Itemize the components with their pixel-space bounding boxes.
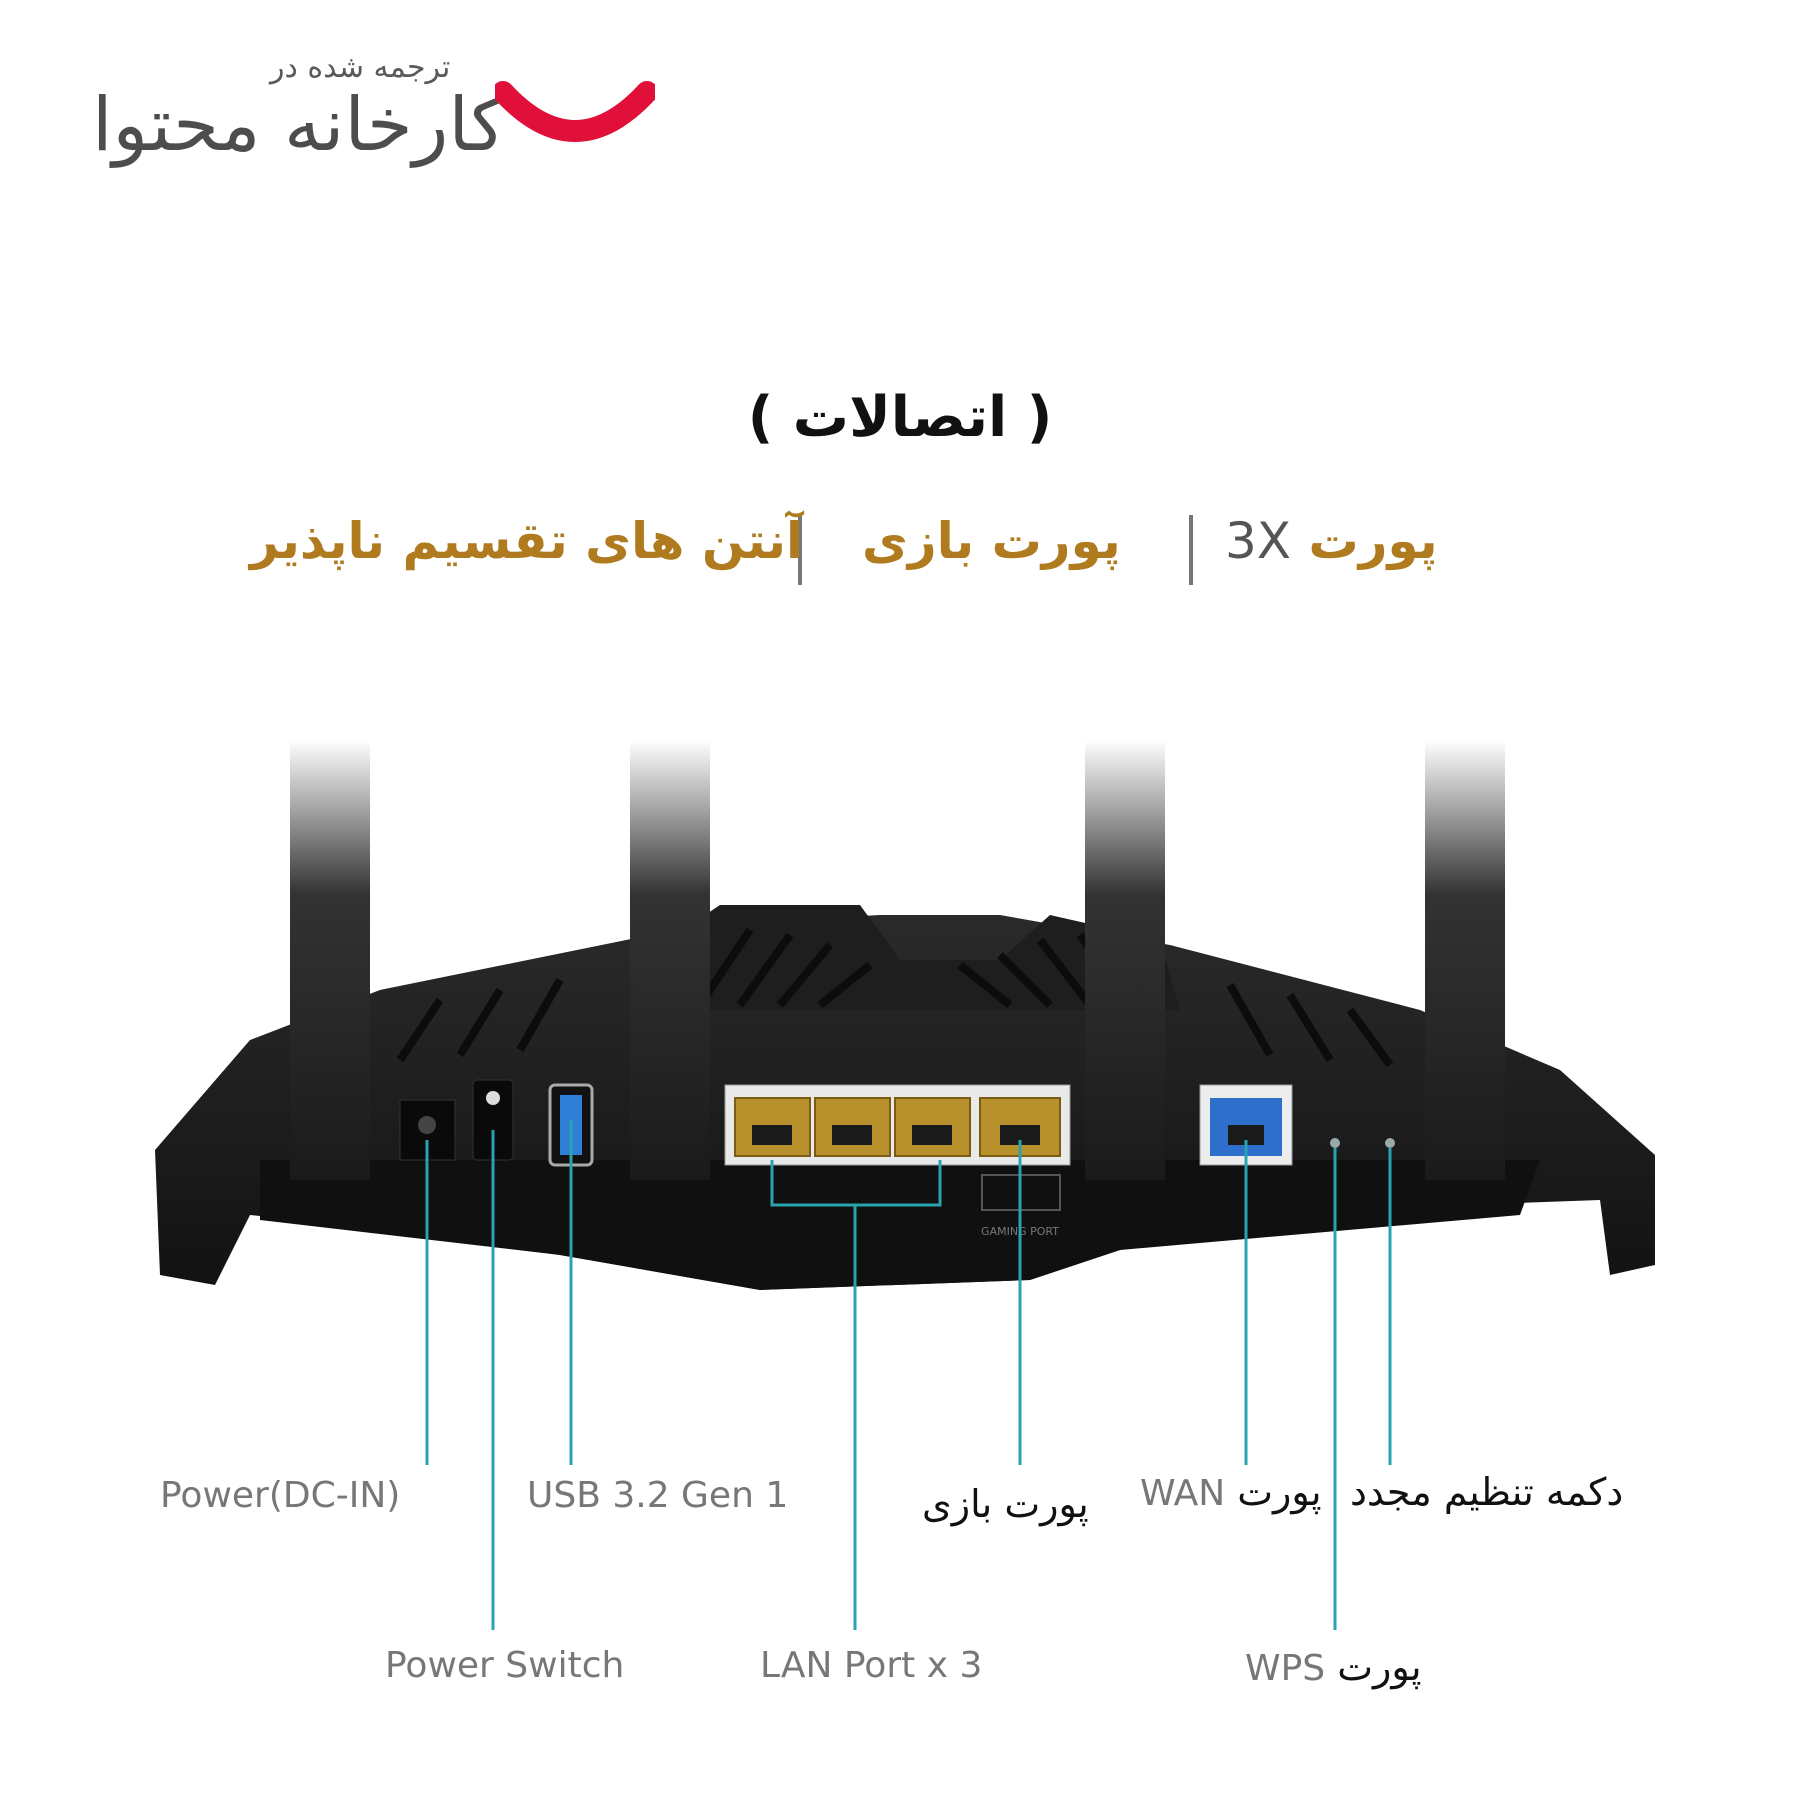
- antennas: [290, 740, 1505, 1180]
- logo-smile-icon: [495, 81, 655, 142]
- label-lan-ports: LAN Port x 3: [760, 1645, 983, 1686]
- logo-name: کارخانه محتوا: [92, 82, 507, 168]
- feature-divider: [798, 515, 802, 585]
- label-wps: پورت WPS: [1245, 1645, 1422, 1689]
- reset-button: [1385, 1138, 1395, 1148]
- lan-port: [734, 1097, 811, 1157]
- label-power-dc-in: Power(DC-IN): [160, 1475, 401, 1516]
- feature-antennas: آنتن های تقسیم ناپذیر: [250, 512, 804, 570]
- label-usb: USB 3.2 Gen 1: [527, 1475, 789, 1516]
- feature-divider: [1189, 515, 1193, 585]
- antenna: [1085, 740, 1165, 1180]
- label-wps-en: WPS: [1245, 1648, 1326, 1689]
- feature-gaming-port: پورت بازی: [862, 512, 1121, 570]
- label-reset: دکمه تنظیم مجدد: [1350, 1470, 1624, 1514]
- label-wps-fa: پورت: [1337, 1645, 1422, 1689]
- feature-3x-port: پورت 3X: [1225, 512, 1438, 570]
- wps-button: [1330, 1138, 1340, 1148]
- label-wan-en: WAN: [1140, 1473, 1226, 1514]
- antenna: [290, 740, 370, 1180]
- feature-3x-port-en: 3X: [1225, 512, 1292, 570]
- antenna: [1425, 740, 1505, 1180]
- page-title: ( اتصالات ): [747, 385, 1053, 450]
- logo-subtitle: ترجمه شده در: [270, 50, 451, 85]
- label-gaming-port: پورت بازی: [922, 1482, 1089, 1526]
- antenna: [630, 740, 710, 1180]
- label-wan: پورت WAN: [1140, 1470, 1322, 1514]
- feature-3x-port-fa: پورت: [1308, 512, 1438, 570]
- label-power-switch: Power Switch: [385, 1645, 625, 1686]
- label-wan-fa: پورت: [1237, 1470, 1322, 1514]
- callout-lines: [425, 1120, 1392, 1630]
